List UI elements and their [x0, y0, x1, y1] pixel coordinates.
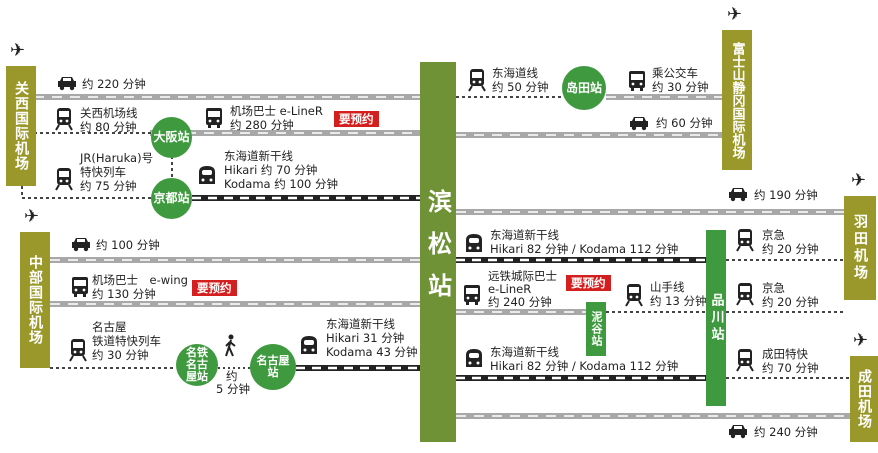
car-icon [630, 117, 648, 131]
shinkansen-icon [301, 336, 317, 354]
shinkansen-icon [466, 349, 482, 367]
station-osaka: 大阪站 [151, 117, 192, 158]
hub-hamamatsu-station: 滨松站 [420, 62, 456, 442]
haruka-time: 约 75 分钟 [80, 179, 137, 193]
shinkansen-icon [199, 166, 215, 184]
keikyu-1-time: 约 20 分钟 [762, 242, 819, 256]
reserve-badge: 要预约 [334, 111, 379, 127]
train-icon [736, 349, 754, 372]
walk-label: 约 [226, 369, 238, 383]
airplane-icon: ✈ [851, 170, 867, 191]
shinkansen-kyoto-hikari: Hikari 约 70 分钟 [224, 163, 318, 177]
airport-kansai: 关西国际机场 [6, 66, 36, 186]
airport-haneda: 羽田机场 [844, 196, 876, 300]
airplane-icon: ✈ [853, 330, 869, 351]
narita-express-label: 成田特快 [762, 347, 808, 361]
airport-chubu: 中部国际机场 [20, 232, 50, 368]
narita-express-time: 约 70 分钟 [762, 361, 819, 375]
haruka-label: JR(Haruka)号 [80, 151, 154, 165]
kansai-line-time: 约 80 分钟 [80, 120, 137, 134]
shinkansen-icon [466, 234, 482, 252]
station-meitetsu-label: 名铁名古屋站 [186, 346, 208, 383]
keikyu-1-label: 京急 [762, 228, 785, 242]
car-icon [729, 188, 747, 202]
airplane-icon: ✈ [10, 40, 26, 61]
keikyu-2-time: 约 20 分钟 [762, 295, 819, 309]
yamanote-time: 约 13 分钟 [650, 294, 707, 308]
shimada-bus-time: 约 30 分钟 [652, 80, 709, 94]
train-icon [625, 284, 643, 307]
walking-person-icon [225, 334, 236, 357]
train-icon [55, 108, 73, 131]
meitetsu-line-label: 名古屋 [92, 320, 127, 334]
airplane-icon: ✈ [727, 4, 743, 25]
shinkansen-nagoya-hikari: Hikari 31 分钟 [326, 331, 405, 345]
station-meitetsu-nagoya: 名铁名古屋站 [176, 344, 218, 386]
bus-icon [629, 71, 645, 91]
reserve-badge: 要预约 [566, 275, 611, 291]
airplane-icon: ✈ [24, 206, 40, 227]
shinkansen-tokyo-1-label: 东海道新干线 [490, 228, 559, 242]
train-icon [55, 168, 73, 191]
station-kyoto: 京都站 [151, 178, 192, 219]
entetsu-bus-time: 约 240 分钟 [488, 295, 552, 309]
shimada-bus-label: 乘公交车 [652, 66, 698, 80]
train-icon [69, 339, 87, 362]
station-shinagawa: 品川站 [706, 230, 726, 406]
entetsu-bus-label-2: e-LineR [488, 282, 532, 296]
shinkansen-nagoya-kodama: Kodama 43 分钟 [326, 345, 418, 359]
ewing-time: 约 130 分钟 [92, 287, 156, 301]
narita-car-time: 约 240 分钟 [754, 425, 818, 439]
haruka-type: 特快列车 [80, 165, 126, 179]
chubu-car-time: 约 100 分钟 [96, 238, 160, 252]
shinkansen-nagoya-label: 东海道新干线 [326, 317, 395, 331]
airport-narita: 成田机场 [850, 356, 878, 442]
tokaido-line-time: 约 50 分钟 [492, 80, 549, 94]
haneda-car-time: 约 190 分钟 [754, 188, 818, 202]
station-nagoya: 名古屋站 [250, 344, 296, 390]
train-icon [468, 69, 486, 92]
car-icon [58, 77, 76, 91]
shinkansen-tokyo-1-time: Hikari 82 分钟 / Kodama 112 分钟 [490, 242, 679, 256]
keikyu-2-label: 京急 [762, 281, 785, 295]
shinkansen-kyoto-kodama: Kodama 约 100 分钟 [224, 177, 339, 191]
shinkansen-tokyo-2-label: 东海道新干线 [490, 345, 559, 359]
shinkansen-kyoto-label: 东海道新干线 [224, 149, 293, 163]
car-icon [729, 425, 747, 439]
entetsu-bus-label: 远铁城际巴士 [488, 269, 557, 283]
kansai-line-label: 关西机场线 [80, 106, 138, 120]
station-nagoya-label: 名古屋站 [256, 354, 290, 379]
bus-icon [464, 285, 480, 305]
bus-icon [206, 108, 222, 128]
station-shimada: 岛田站 [562, 66, 606, 110]
airport-fuji: 富士山静冈国际机场 [722, 30, 752, 170]
walk-time: 5 分钟 [216, 382, 250, 396]
reserve-badge: 要预约 [192, 280, 237, 296]
meitetsu-line-label-2: 铁道特快列车 [92, 334, 161, 348]
eliner-west-label: 机场巴士 e-LineR [230, 104, 323, 118]
bus-icon [72, 277, 88, 297]
kansai-car-time: 约 220 分钟 [82, 77, 146, 91]
eliner-west-time: 约 280 分钟 [230, 118, 294, 132]
yamanote-label: 山手线 [650, 280, 685, 294]
ewing-label: 机场巴士 e-wing [92, 273, 188, 287]
fuji-car-time: 约 60 分钟 [656, 116, 713, 130]
train-icon [736, 229, 754, 252]
meitetsu-time: 约 30 分钟 [92, 348, 149, 362]
train-icon [736, 283, 754, 306]
car-icon [72, 238, 90, 252]
shinkansen-tokyo-2-time: Hikari 82 分钟 / Kodama 112 分钟 [490, 359, 679, 373]
station-sengakuji: 泥谷站 [586, 302, 606, 356]
tokaido-line-label: 东海道线 [492, 66, 538, 80]
